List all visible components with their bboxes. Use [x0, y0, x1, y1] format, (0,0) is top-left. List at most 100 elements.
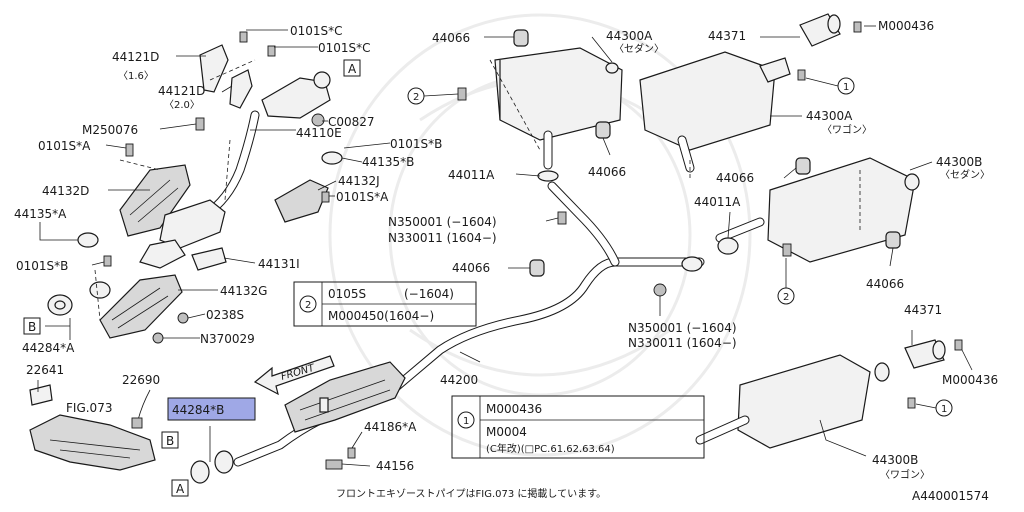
label-M000436-bottom: M000436	[942, 373, 998, 387]
label-44066-1: 44066	[432, 31, 470, 45]
callout-2-right: 2	[777, 258, 795, 305]
o2-sensor-22690	[131, 389, 151, 429]
label-0101SA-1: 0101S*A	[38, 139, 91, 153]
muffler-44300A-wagon	[639, 51, 791, 173]
label-M250076: M250076	[82, 123, 138, 137]
label-N350001-2: N350001 (−1604)	[628, 321, 737, 335]
callout-1-top-text: 1	[843, 82, 849, 93]
callout-1-top: 1	[805, 77, 855, 95]
label-44300A-wagon: 44300A	[806, 109, 853, 123]
muffler-44300A-sedan	[494, 47, 623, 170]
label-44011A-2: 44011A	[694, 195, 741, 209]
label-0101SB-1: 0101S*B	[390, 137, 442, 151]
label-44200: 44200	[440, 373, 478, 387]
table-1-row3: (C年改)(□PC.61.62.63.64)	[486, 442, 615, 455]
ref-marker-B-bottom-text: B	[166, 434, 174, 448]
callout-1-bottom: 1	[915, 399, 953, 417]
catalytic-section-front	[139, 199, 226, 269]
label-44300A-sedan: 44300A	[606, 29, 653, 43]
label-0238S: 0238S	[206, 308, 244, 322]
ref-marker-A-bottom: A	[171, 479, 189, 497]
label-44121D-a: 44121D	[112, 50, 159, 64]
label-22690: 22690	[122, 373, 160, 387]
label-N330011-2: N330011 (1604−)	[628, 336, 737, 350]
tail-pipe-44371-top	[799, 13, 841, 47]
label-sedan-1: 〈セダン〉	[614, 42, 664, 55]
ref-marker-A-bottom-text: A	[176, 482, 185, 496]
table-1-row1: M000436	[486, 402, 542, 416]
label-wagon-2: 〈ワゴン〉	[880, 468, 930, 481]
front-direction-arrow	[253, 355, 335, 396]
callout-2-top: 2	[407, 87, 459, 105]
label-44371-bottom: 44371	[904, 303, 942, 317]
label-44300B-sedan: 44300B	[936, 155, 982, 169]
label-0101SA-2: 0101S*A	[336, 190, 389, 204]
bracket-44131I	[191, 247, 227, 271]
label-N350001-1: N350001 (−1604)	[388, 215, 497, 229]
label-44110E: 44110E	[296, 126, 342, 140]
callout-1-bottom-text: 1	[941, 404, 947, 415]
label-0101SC-1: 0101S*C	[290, 24, 343, 38]
label-44121D-b: 44121D	[158, 84, 205, 98]
muffler-44300B-wagon	[695, 354, 890, 449]
label-wagon-1: 〈ワゴン〉	[822, 123, 872, 136]
table-callout-1: 1 M000436 M0004 (C年改)(□PC.61.62.63.64)	[451, 395, 705, 459]
table-1-marker: 1	[463, 416, 469, 427]
heat-shield-44132G	[99, 274, 183, 339]
label-44156: 44156	[376, 459, 414, 473]
center-catalytic-converter	[284, 361, 406, 433]
label-44284B-highlighted[interactable]: 44284*B	[172, 403, 224, 417]
callout-2-top-text: 2	[413, 92, 419, 103]
label-16: 〈1.6〉	[118, 70, 154, 82]
table-2-marker: 2	[305, 300, 311, 311]
ref-marker-B-bottom: B	[161, 431, 179, 449]
label-0101SC-2: 0101S*C	[318, 41, 371, 55]
label-44186A: 44186*A	[364, 420, 417, 434]
label-FIG073: FIG.073	[66, 401, 112, 415]
label-44300B-wagon: 44300B	[872, 453, 918, 467]
exhaust-pipe-44200	[233, 181, 705, 467]
label-sedan-2: 〈セダン〉	[940, 168, 990, 181]
tail-pipe-44371-bottom	[904, 339, 946, 369]
gasket-44135A	[77, 232, 99, 248]
label-44284A: 44284*A	[22, 341, 75, 355]
label-N370029: N370029	[200, 332, 255, 346]
label-44066-4: 44066	[452, 261, 490, 275]
label-N330011-1: N330011 (1604−)	[388, 231, 497, 245]
label-44066-3: 44066	[716, 171, 754, 185]
footer-note: フロントエキゾーストパイプはFIG.073 に掲載しています。	[336, 488, 606, 500]
callout-2-right-text: 2	[783, 292, 789, 303]
gasket-44135B	[321, 151, 343, 165]
label-44131I: 44131I	[258, 257, 300, 271]
part-labels: 0101S*C 0101S*C 44121D 〈1.6〉 44121D 〈2.0…	[14, 19, 998, 503]
label-44132J: 44132J	[338, 174, 380, 188]
label-0101SB-2: 0101S*B	[16, 259, 68, 273]
leader-lines	[37, 25, 973, 467]
table-callout-2: 2 0105S (−1604) M000450(1604−)	[293, 281, 477, 327]
heat-shield-44132J	[274, 179, 329, 223]
ref-marker-B-left-text: B	[28, 320, 36, 334]
table-2-row1-part: 0105S	[328, 287, 366, 301]
label-44011A-1: 44011A	[448, 168, 495, 182]
label-44066-5: 44066	[866, 277, 904, 291]
label-44135A: 44135*A	[14, 207, 67, 221]
label-M000436-top: M000436	[878, 19, 934, 33]
label-44135B: 44135*B	[362, 155, 414, 169]
diagram-code: A440001574	[912, 489, 989, 503]
flange-44011A-group	[537, 170, 739, 272]
highlight-44284B-box[interactable]	[167, 397, 256, 421]
label-44132D: 44132D	[42, 184, 89, 198]
table-1-row2: M0004	[486, 425, 527, 439]
bracket-44121D	[199, 44, 253, 109]
gasket-44284B	[190, 450, 234, 484]
label-44132G: 44132G	[220, 284, 267, 298]
label-20: 〈2.0〉	[164, 99, 200, 111]
ref-marker-A-top: A	[343, 59, 361, 77]
hanger-44066-group	[513, 29, 901, 277]
table-2-row1-range: (−1604)	[404, 287, 454, 301]
heat-shield-44132D	[119, 164, 191, 237]
table-2-row2: M000450(1604−)	[328, 309, 434, 323]
label-22641: 22641	[26, 363, 64, 377]
gasket-44284A	[47, 281, 111, 316]
